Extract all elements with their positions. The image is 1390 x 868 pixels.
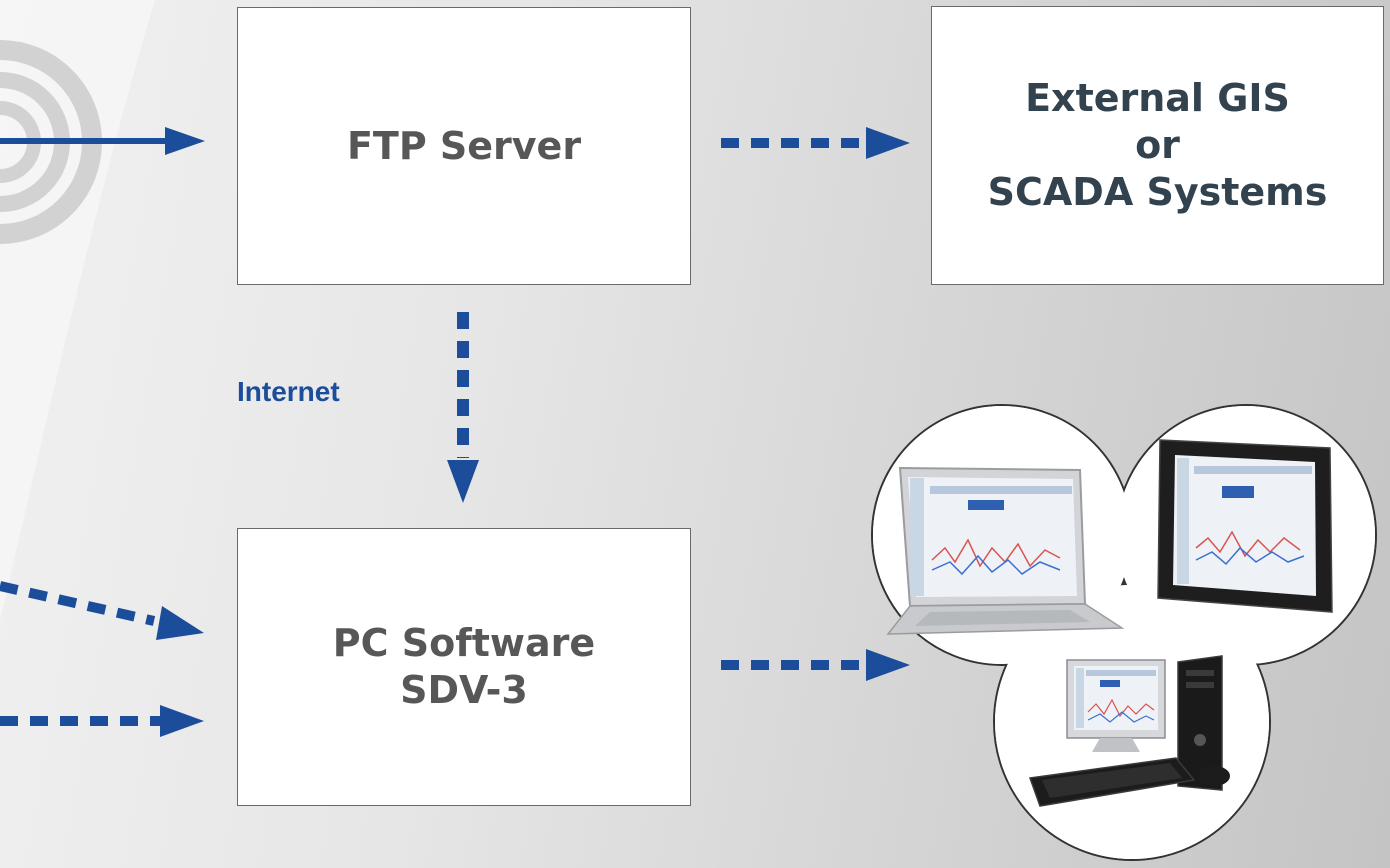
pc-software-label: PC Software SDV-3 (332, 621, 596, 712)
ftp-server-label: FTP Server (346, 123, 582, 168)
internet-label: Internet (237, 376, 340, 407)
pc-software-box: PC Software SDV-3 (237, 528, 691, 806)
ftp-server-box: FTP Server (237, 7, 691, 285)
external-systems-box: External GIS or SCADA Systems (931, 6, 1384, 285)
external-systems-label: External GIS or SCADA Systems (987, 76, 1328, 214)
